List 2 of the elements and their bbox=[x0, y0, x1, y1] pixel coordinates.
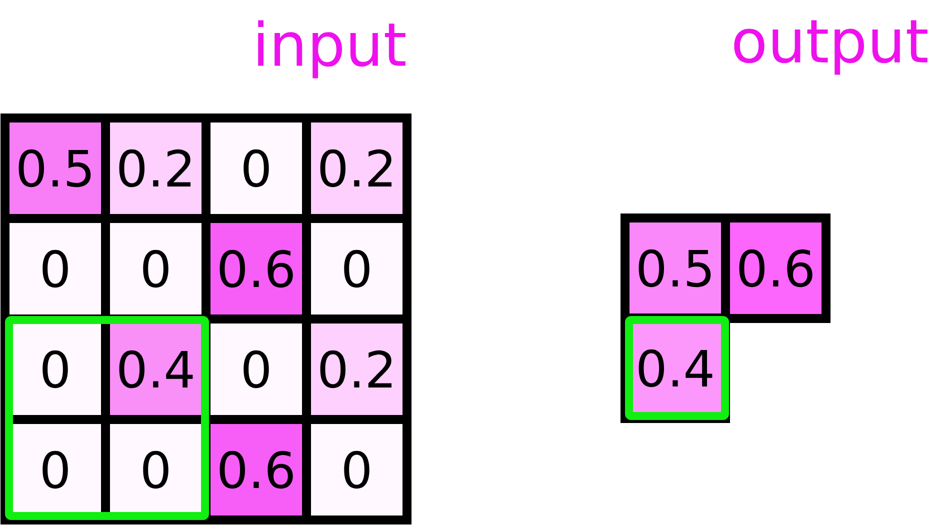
grid-title: output bbox=[734, 20, 928, 75]
grid-title: input bbox=[258, 20, 406, 78]
